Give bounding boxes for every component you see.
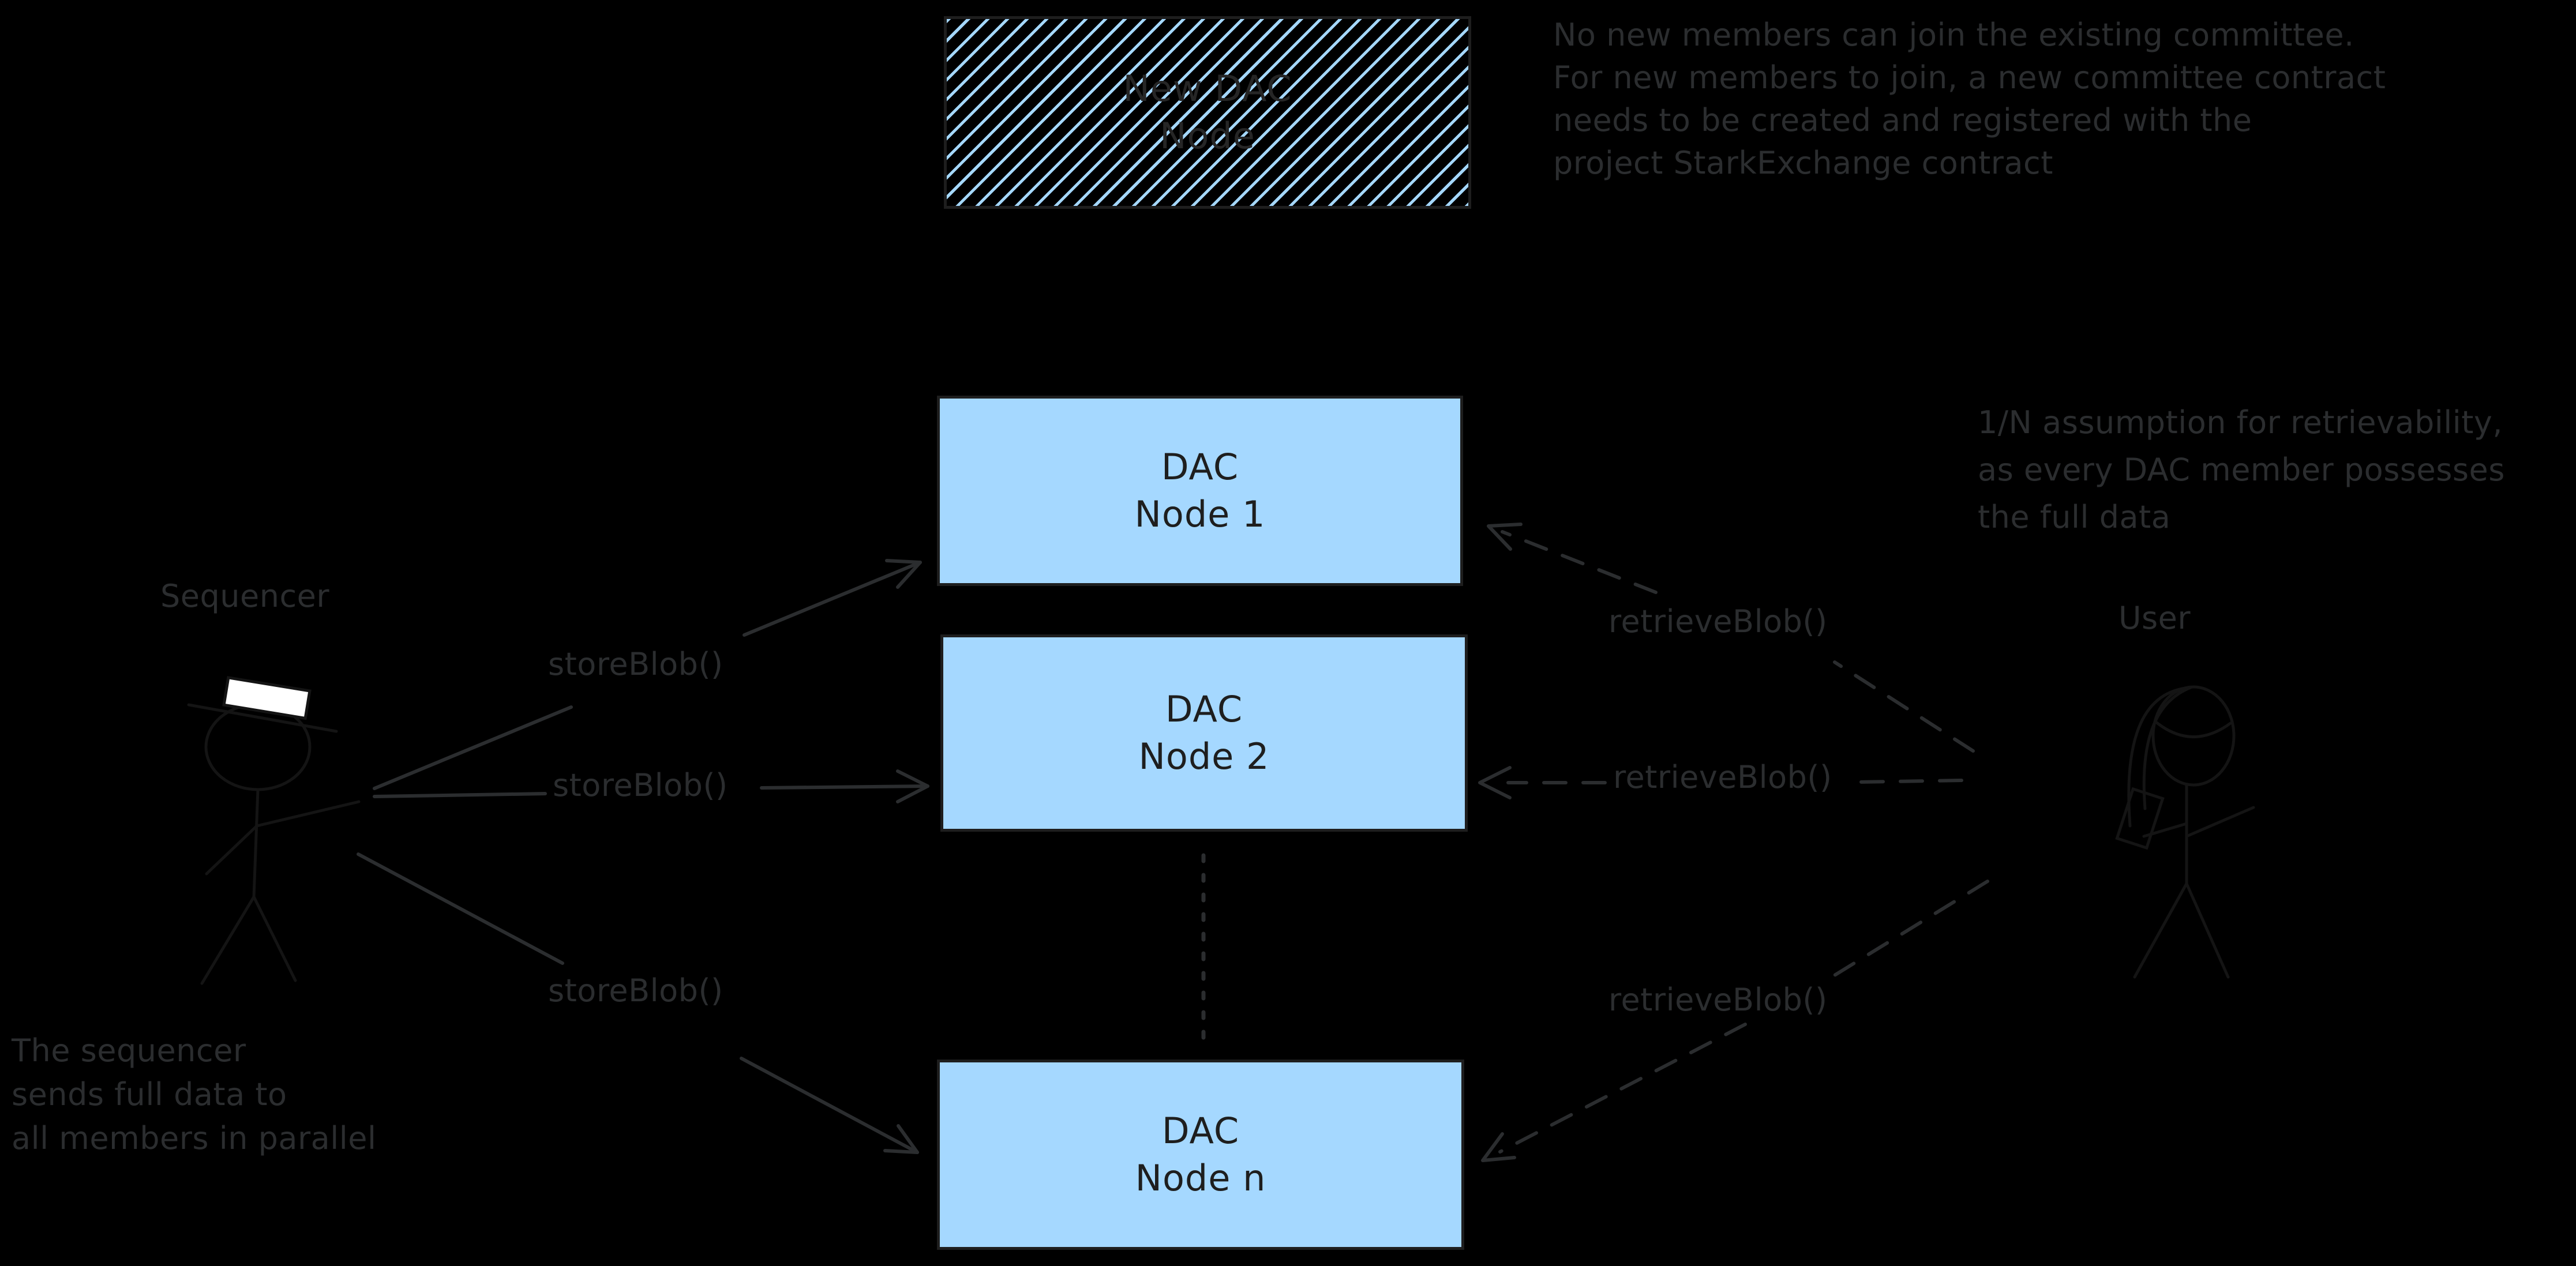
store-blob-label-2: storeBlob(): [553, 767, 728, 803]
dac-node-2-label-line1: DAC: [1165, 688, 1243, 731]
sequencer-note-line: The sequencer: [12, 1032, 246, 1069]
dac-node-1-label-line1: DAC: [1161, 446, 1239, 489]
dac-node-2-box: DAC Node 2: [940, 634, 1468, 832]
dac-node-n-box: DAC Node n: [937, 1060, 1464, 1250]
retrieve-blob-label-1: retrieveBlob(): [1608, 603, 1828, 640]
dac-node-n-label-line1: DAC: [1161, 1110, 1240, 1152]
retrieve-blob-arrow-1: [1501, 530, 1975, 753]
retrieve-blob-arrow-2-head: [1478, 766, 1512, 799]
retrieve-blob-arrow-3-head: [1481, 1132, 1516, 1162]
user-head: [2151, 685, 2236, 787]
retrieve-blob-arrow-1-head: [1487, 523, 1523, 551]
dac-node-1-label-line2: Node 1: [1134, 493, 1266, 535]
user-arm-right: [2185, 806, 2255, 838]
sequencer-label: Sequencer: [160, 578, 330, 614]
user-hair-inner: [2142, 686, 2192, 810]
retrievability-note-line: the full data: [1978, 499, 2171, 535]
dac-node-2-label-line2: Node 2: [1138, 735, 1270, 777]
user-leg-right: [2185, 882, 2230, 979]
store-blob-label-3: storeBlob(): [548, 972, 723, 1009]
retrieve-blob-arrow-3: [1498, 880, 1989, 1154]
user-figure: [2115, 685, 2255, 979]
new-dac-node-box: New DAC Node: [944, 16, 1471, 209]
sequencer-hat-brim: [187, 703, 338, 733]
sequencer-arm-left: [205, 824, 258, 876]
retrievability-note-line: as every DAC member possesses: [1978, 452, 2505, 488]
committee-note-line: project StarkExchange contract: [1553, 145, 2053, 181]
new-dac-node-label-line2: Node: [1160, 115, 1255, 157]
sequencer-note-line: sends full data to: [12, 1076, 287, 1113]
sequencer-note-line: all members in parallel: [12, 1120, 377, 1156]
retrieve-blob-label-2: retrieveBlob(): [1613, 759, 1832, 795]
dac-node-n-label-line2: Node n: [1135, 1157, 1266, 1199]
sequencer-body: [252, 788, 260, 899]
committee-note: No new members can join the existing com…: [1553, 14, 2386, 185]
sequencer-note: The sequencer sends full data to all mem…: [12, 1029, 376, 1160]
committee-note-line: For new members to join, a new committee…: [1553, 59, 2386, 96]
dac-node-1-box: DAC Node 1: [937, 396, 1463, 586]
user-label: User: [2118, 600, 2191, 636]
store-blob-label-1: storeBlob(): [548, 646, 723, 682]
store-blob-arrow-2-head: [896, 769, 929, 803]
sequencer-arm-right: [255, 800, 361, 828]
committee-note-line: No new members can join the existing com…: [1553, 17, 2354, 53]
new-dac-node-label-line1: New DAC: [1123, 67, 1292, 110]
committee-note-line: needs to be created and registered with …: [1553, 102, 2252, 138]
store-blob-arrow-2: [373, 784, 929, 798]
user-leg-left: [2133, 882, 2188, 979]
store-blob-arrow-3: [357, 852, 919, 1154]
store-blob-arrow-1: [373, 561, 922, 790]
retrieve-blob-arrow-2: [1506, 779, 1963, 784]
retrievability-note: 1/N assumption for retrievability, as ev…: [1978, 399, 2505, 541]
user-hair-fringe: [2154, 720, 2232, 738]
sequencer-hat: [222, 675, 312, 720]
retrievability-note-line: 1/N assumption for retrievability,: [1978, 404, 2503, 441]
sequencer-leg-left: [200, 895, 256, 985]
retrieve-blob-label-3: retrieveBlob(): [1608, 982, 1828, 1018]
sequencer-leg-right: [252, 895, 297, 982]
store-blob-arrow-3-head: [883, 1124, 919, 1154]
store-blob-arrow-1-head: [885, 559, 922, 589]
user-phone: [2115, 787, 2165, 850]
user-hair-outer: [2127, 686, 2192, 828]
sequencer-figure: [187, 675, 361, 985]
